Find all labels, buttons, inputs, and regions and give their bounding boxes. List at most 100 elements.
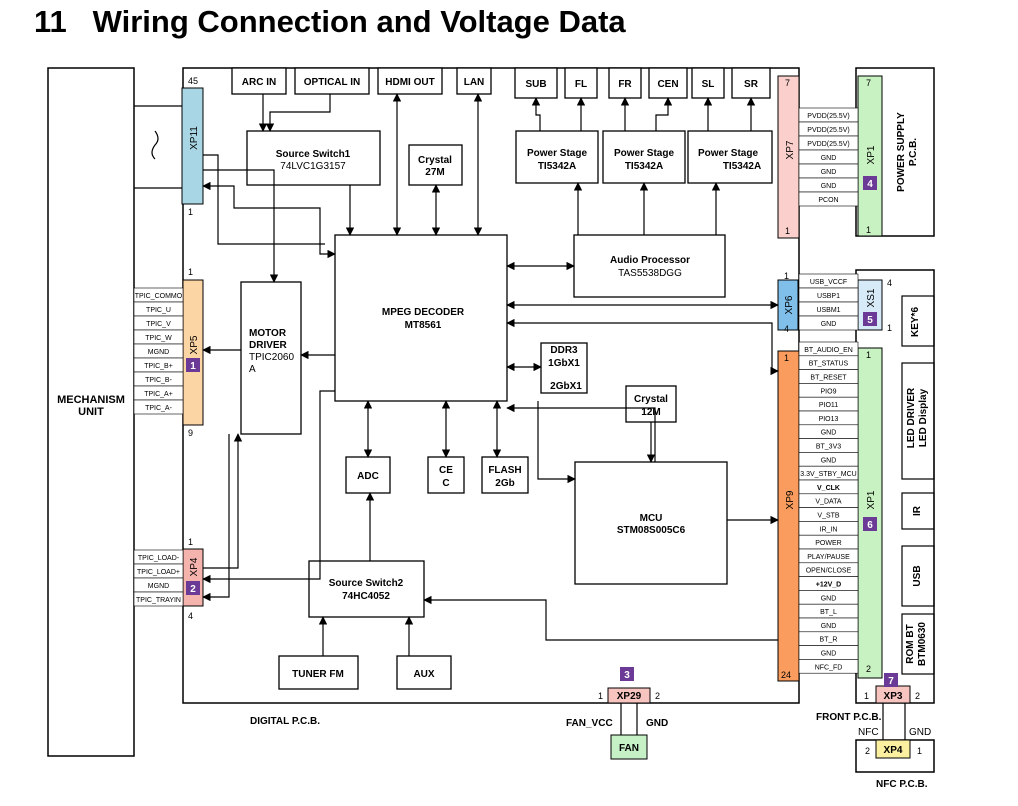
led-box [901, 362, 935, 480]
xp5-signal-label: TPIC_COMMO [135, 293, 183, 300]
xp1-power-label: XP1 [866, 145, 877, 164]
xp9-signal-label: BT_STATUS [809, 361, 849, 368]
sl-box [691, 67, 725, 99]
xp9-signal-label: NFC_FD [815, 664, 843, 671]
flash-size: 2Gb [495, 478, 514, 489]
xp6-signal-label: USBP1 [817, 293, 840, 300]
xp5-signal-label: TPIC_U [146, 307, 171, 314]
key6-box [901, 295, 935, 347]
lan-label: LAN [464, 77, 485, 88]
motor-driver-line2: DRIVER [249, 340, 288, 351]
xp29-connector [607, 687, 651, 704]
power-stage-1-box [515, 130, 599, 184]
badge-4 [863, 176, 877, 190]
rom-bt-part-label: BTM0630 [917, 622, 928, 666]
xp7-signal-label: GND [821, 155, 837, 162]
crystal27-title: Crystal [418, 155, 452, 166]
xp9-signal-label: PLAY/PAUSE [807, 554, 850, 561]
xp5-signal-label: TPIC_B+ [144, 363, 173, 370]
sr-box [731, 67, 771, 99]
xp11-pin-top: 45 [188, 76, 198, 86]
xp4-pin-bottom: 4 [188, 611, 193, 621]
rom-bt-box [901, 613, 935, 675]
mechanism-label: MECHANISM [57, 394, 125, 406]
rom-bt-label: ROM BT [905, 624, 916, 663]
nfc-gnd-label: GND [909, 727, 931, 738]
xp6-signal-label: USBM1 [816, 307, 840, 314]
xp9-signal-label: POWER [815, 540, 841, 547]
xp1-power-pin-top: 7 [866, 78, 871, 88]
xp9-signal-label: V_DATA [815, 499, 842, 506]
arc-in-box [231, 67, 287, 95]
flash-title: FLASH [488, 465, 521, 476]
xp1-front-connector [857, 347, 883, 679]
xs1-pin-top: 4 [887, 278, 892, 288]
source-switch2-title: Source Switch2 [329, 578, 404, 589]
crystal12-box [625, 385, 677, 423]
xp9-signal-label: 3.3V_STBY_MCU [800, 471, 856, 478]
badge-7-label: 7 [888, 676, 894, 687]
cec-line1: CE [439, 465, 453, 476]
xp9-pin-bottom: 24 [781, 670, 791, 680]
ddr3-size1: 1GbX1 [548, 358, 580, 369]
cen-box [648, 67, 688, 99]
mechanism-unit-box [47, 67, 135, 757]
signal-labels-layer: TPIC_COMMOTPIC_UTPIC_VTPIC_WMGNDTPIC_B+T… [133, 107, 859, 674]
source-switch1-part: 74LVC1G3157 [280, 161, 346, 172]
crystal12-freq: 12M [641, 407, 660, 418]
xp7-signal-label: PVDD(25.5V) [807, 113, 849, 120]
xp9-signal-label: OPEN/CLOSE [806, 568, 852, 575]
badge-2-label: 2 [190, 584, 196, 595]
xp9-signal-label: BT_AUDIO_EN [804, 347, 853, 354]
motor-driver-box [240, 281, 302, 435]
tuner-fm-label: TUNER FM [292, 669, 344, 680]
power-stage-3-title: Power Stage [698, 148, 758, 159]
xp7-signal-label: GND [821, 169, 837, 176]
xp4-signal-label: TPIC_TRAYIN [136, 597, 181, 604]
audio-processor-part: TAS5538DGG [618, 268, 682, 279]
source-switch2-part: 74HC4052 [342, 591, 390, 602]
usb-box [901, 545, 935, 607]
xp7-signal-label: GND [821, 183, 837, 190]
led-driver-label: LED DRIVER [906, 387, 917, 448]
power-stage-1-part: TI5342A [538, 161, 576, 172]
badge-3-label: 3 [624, 670, 630, 681]
xp4-label: XP4 [189, 557, 200, 576]
xp9-signal-label: GND [821, 430, 837, 437]
xp7-signal-label: PVDD(25.5V) [807, 127, 849, 134]
xp9-signal-label: V_CLK [817, 485, 840, 492]
power-stage-3-box [687, 130, 773, 184]
sub-box [514, 67, 558, 99]
power-stage-2-title: Power Stage [614, 148, 674, 159]
xp9-signal-label: BT_3V3 [816, 444, 841, 451]
fan-label: FAN [619, 743, 639, 754]
optical-in-label: OPTICAL IN [304, 77, 360, 88]
badge-2 [186, 581, 200, 595]
key6-label: KEY*6 [910, 307, 921, 337]
xp4-nfc-pin-right: 1 [917, 746, 922, 756]
power-stage-2-part: TI5342A [625, 161, 663, 172]
xp4-signal-label: MGND [148, 583, 169, 590]
xp9-signal-label: V_STB [817, 513, 840, 520]
xp7-pin-bottom: 1 [785, 226, 790, 236]
motor-driver-line4: A [249, 364, 256, 375]
xp5-signal-label: TPIC_A+ [144, 391, 173, 398]
xp3-pin-left: 1 [864, 691, 869, 701]
mpeg-decoder-box [334, 234, 508, 402]
badge-6 [863, 517, 877, 531]
xp9-signal-label: PIO9 [821, 388, 837, 395]
xp11-connector [181, 87, 204, 205]
xp29-pin-right: 2 [655, 691, 660, 701]
arc-in-label: ARC IN [242, 77, 276, 88]
mpeg-decoder-title: MPEG DECODER [382, 307, 465, 318]
power-stage-2-box [602, 130, 686, 184]
xp9-signal-label: BT_RESET [810, 375, 847, 382]
xp9-signal-label: GND [821, 651, 837, 658]
xp9-pin-top: 1 [784, 353, 789, 363]
sub-label: SUB [525, 79, 546, 90]
page-title: 11 Wiring Connection and Voltage Data [34, 4, 626, 39]
led-display-label: LED Display [918, 388, 929, 447]
mcu-part: STM08S005C6 [617, 525, 686, 536]
